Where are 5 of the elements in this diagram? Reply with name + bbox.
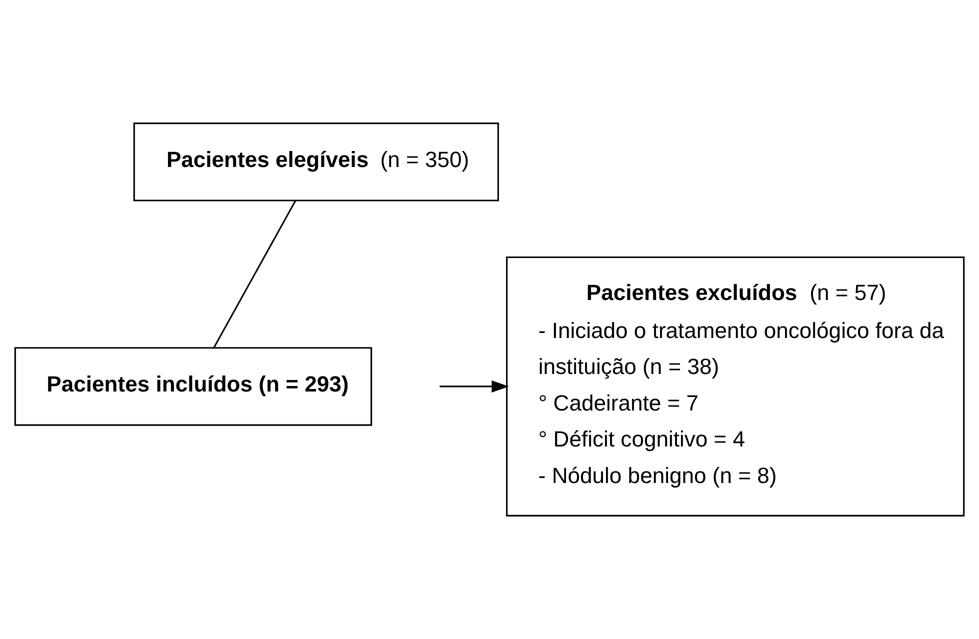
- node-box: Pacientes incluídos (n = 293): [14, 347, 372, 426]
- arrow: [440, 380, 510, 393]
- connector: [213, 200, 296, 348]
- node-box: Pacientes excluídos (n = 57) - Iniciado o tratamento oncológico fora da instituição (n = 38) ° Cadeirante = 7 ° Déficit cognitivo = 4 - Nódulo benigno (n = 8): [506, 256, 965, 516]
- node-box: Pacientes elegíveis (n = 350): [133, 122, 499, 202]
